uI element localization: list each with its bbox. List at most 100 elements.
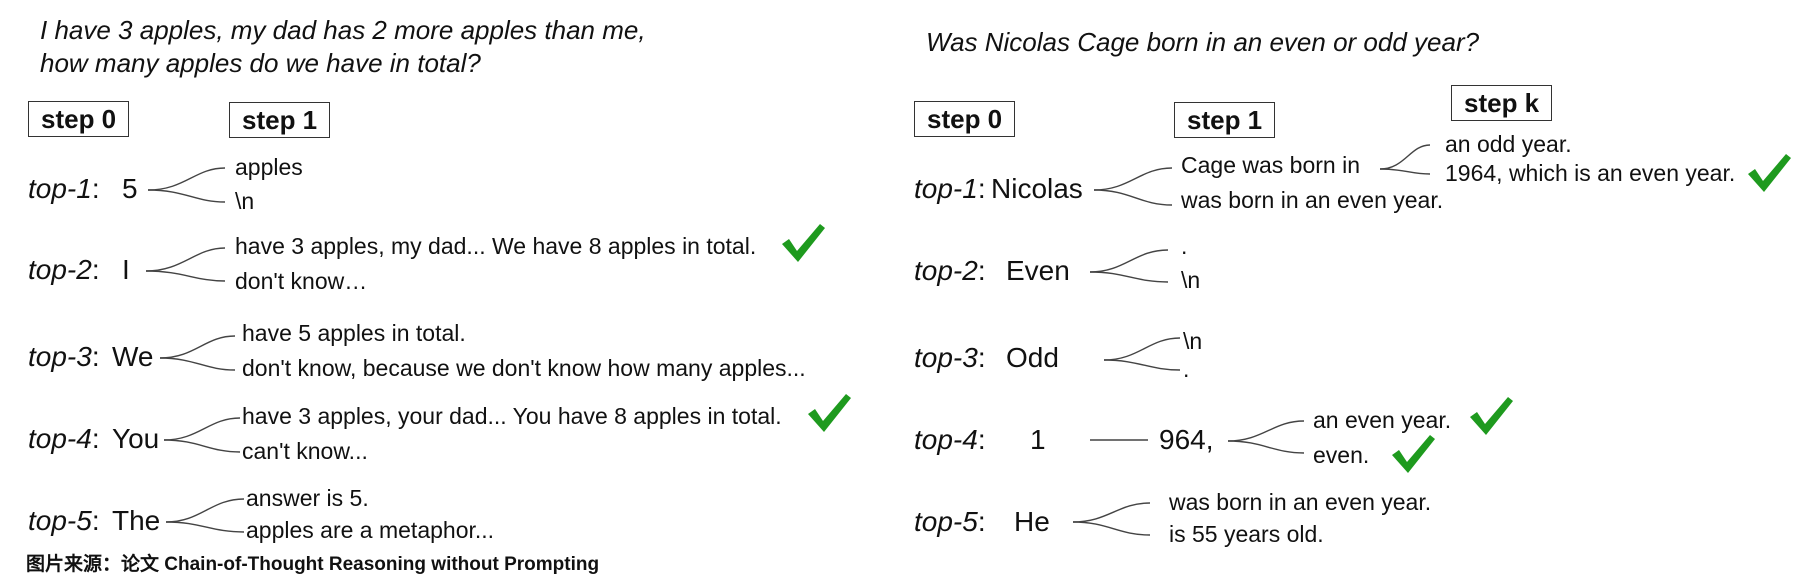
branch-line	[165, 498, 245, 523]
left-question: I have 3 apples, my dad has 2 more apple…	[40, 14, 646, 80]
rank-sep: :	[91, 423, 100, 454]
branch-line	[1103, 359, 1181, 371]
right-row-4-label: top-4:	[914, 424, 986, 456]
rank-sep: :	[91, 254, 100, 285]
branch-line	[1103, 337, 1181, 361]
branch-line	[159, 335, 236, 359]
branch-line	[147, 167, 226, 191]
right-row-4-token: 1	[1030, 424, 1046, 455]
branch-line	[1089, 249, 1169, 273]
branch-line	[1379, 168, 1431, 175]
right-row-5-token: He	[1014, 506, 1050, 537]
right-question: Was Nicolas Cage born in an even or odd …	[926, 27, 1480, 57]
right-row-3-token: Odd	[1006, 342, 1059, 373]
right-row-1-cont-2: was born in an even year.	[1181, 187, 1444, 213]
rank-label: top-4	[914, 424, 978, 455]
left-row-3-label: top-3:	[28, 341, 100, 373]
left-row-2-label: top-2:	[28, 254, 100, 286]
branch-line	[1093, 167, 1173, 191]
right-row-1-label: top-1:	[914, 173, 986, 205]
checkmark-icon	[1392, 435, 1435, 473]
left-question-line-1: I have 3 apples, my dad has 2 more apple…	[40, 15, 646, 45]
rank-label: top-5	[28, 505, 92, 536]
branch-line	[145, 270, 226, 282]
right-row-5-cont-2: is 55 years old.	[1169, 521, 1324, 547]
branch-line	[1089, 271, 1169, 283]
rank-label: top-2	[28, 254, 92, 285]
branch-line	[163, 439, 241, 453]
left-row-2-token: I	[122, 254, 130, 285]
branch-line	[1227, 440, 1305, 454]
right-row-5-label: top-5:	[914, 506, 986, 538]
left-row-1-cont-2: \n	[235, 188, 255, 214]
rank-sep: :	[977, 173, 986, 204]
rank-sep: :	[977, 342, 986, 373]
left-row-5-label: top-5:	[28, 505, 100, 537]
right-step-0-box: step 0	[914, 101, 1016, 137]
right-row-4-cont-1: an even year.	[1313, 407, 1452, 433]
rank-label: top-4	[28, 423, 92, 454]
checkmark-icon	[782, 224, 825, 262]
rank-label: top-3	[28, 341, 92, 372]
rank-sep: :	[977, 424, 986, 455]
right-row-4-mid-token: 964,	[1159, 424, 1214, 455]
rank-sep: :	[91, 341, 100, 372]
right-row-5-cont-1: was born in an even year.	[1169, 489, 1432, 515]
right-row-1-sub-cont-2: 1964, which is an even year.	[1445, 160, 1736, 186]
right-row-2-cont-1: .	[1181, 233, 1188, 259]
left-row-4-token: You	[112, 423, 160, 454]
left-row-4-cont-2: can't know...	[242, 438, 368, 464]
branch-line	[1072, 502, 1151, 523]
left-row-2-cont-2: don't know…	[235, 268, 368, 294]
right-row-3-label: top-3:	[914, 342, 986, 374]
right-row-1-cont-1: Cage was born in	[1181, 152, 1360, 178]
branch-line	[163, 417, 241, 441]
branch-line	[159, 357, 236, 371]
left-step-1-box: step 1	[229, 102, 331, 138]
left-row-5-cont-2: apples are a metaphor...	[246, 517, 495, 543]
right-row-3-cont-2: .	[1183, 356, 1190, 382]
branch-line	[1072, 521, 1151, 536]
checkmark-icon	[1748, 154, 1791, 192]
rank-label: top-5	[914, 506, 978, 537]
right-step-k-box: step k	[1451, 85, 1553, 121]
right-row-3-cont-1: \n	[1183, 328, 1203, 354]
left-question-line-2: how many apples do we have in total?	[40, 48, 481, 78]
rank-sep: :	[91, 173, 100, 204]
left-row-5-cont-1: answer is 5.	[246, 485, 369, 511]
rank-sep: :	[977, 255, 986, 286]
checkmark-icon	[1470, 397, 1513, 435]
left-row-4-label: top-4:	[28, 423, 100, 455]
right-row-1-sub-cont-1: an odd year.	[1445, 131, 1572, 157]
right-row-4-cont-2: even.	[1313, 442, 1370, 468]
left-step-0-box: step 0	[28, 101, 130, 137]
branch-line	[147, 189, 226, 203]
branch-line	[145, 247, 226, 272]
right-row-1-token: Nicolas	[991, 173, 1083, 204]
left-row-4-cont-1: have 3 apples, your dad... You have 8 ap…	[242, 403, 782, 429]
branch-line	[1227, 420, 1305, 442]
rank-sep: :	[91, 505, 100, 536]
rank-label: top-3	[914, 342, 978, 373]
left-row-1-label: top-1:	[28, 173, 100, 205]
right-row-2-cont-2: \n	[1181, 267, 1201, 293]
left-row-2-cont-1: have 3 apples, my dad... We have 8 apple…	[235, 233, 757, 259]
right-row-2-token: Even	[1006, 255, 1070, 286]
left-row-3-cont-1: have 5 apples in total.	[242, 320, 466, 346]
rank-label: top-2	[914, 255, 978, 286]
left-row-3-cont-2: don't know, because we don't know how ma…	[242, 355, 806, 381]
branch-line	[1379, 144, 1431, 170]
branch-line	[1093, 189, 1173, 206]
source-caption: 图片来源：论文 Chain-of-Thought Reasoning witho…	[26, 554, 600, 575]
left-row-1-token: 5	[122, 173, 138, 204]
right-row-2-label: top-2:	[914, 255, 986, 287]
left-row-3-token: We	[112, 341, 154, 372]
rank-label: top-1	[914, 173, 978, 204]
left-row-5-token: The	[112, 505, 161, 536]
left-row-1-cont-1: apples	[235, 154, 303, 180]
checkmark-icon	[808, 394, 851, 432]
right-step-1-box: step 1	[1174, 102, 1276, 138]
rank-label: top-1	[28, 173, 92, 204]
rank-sep: :	[977, 506, 986, 537]
